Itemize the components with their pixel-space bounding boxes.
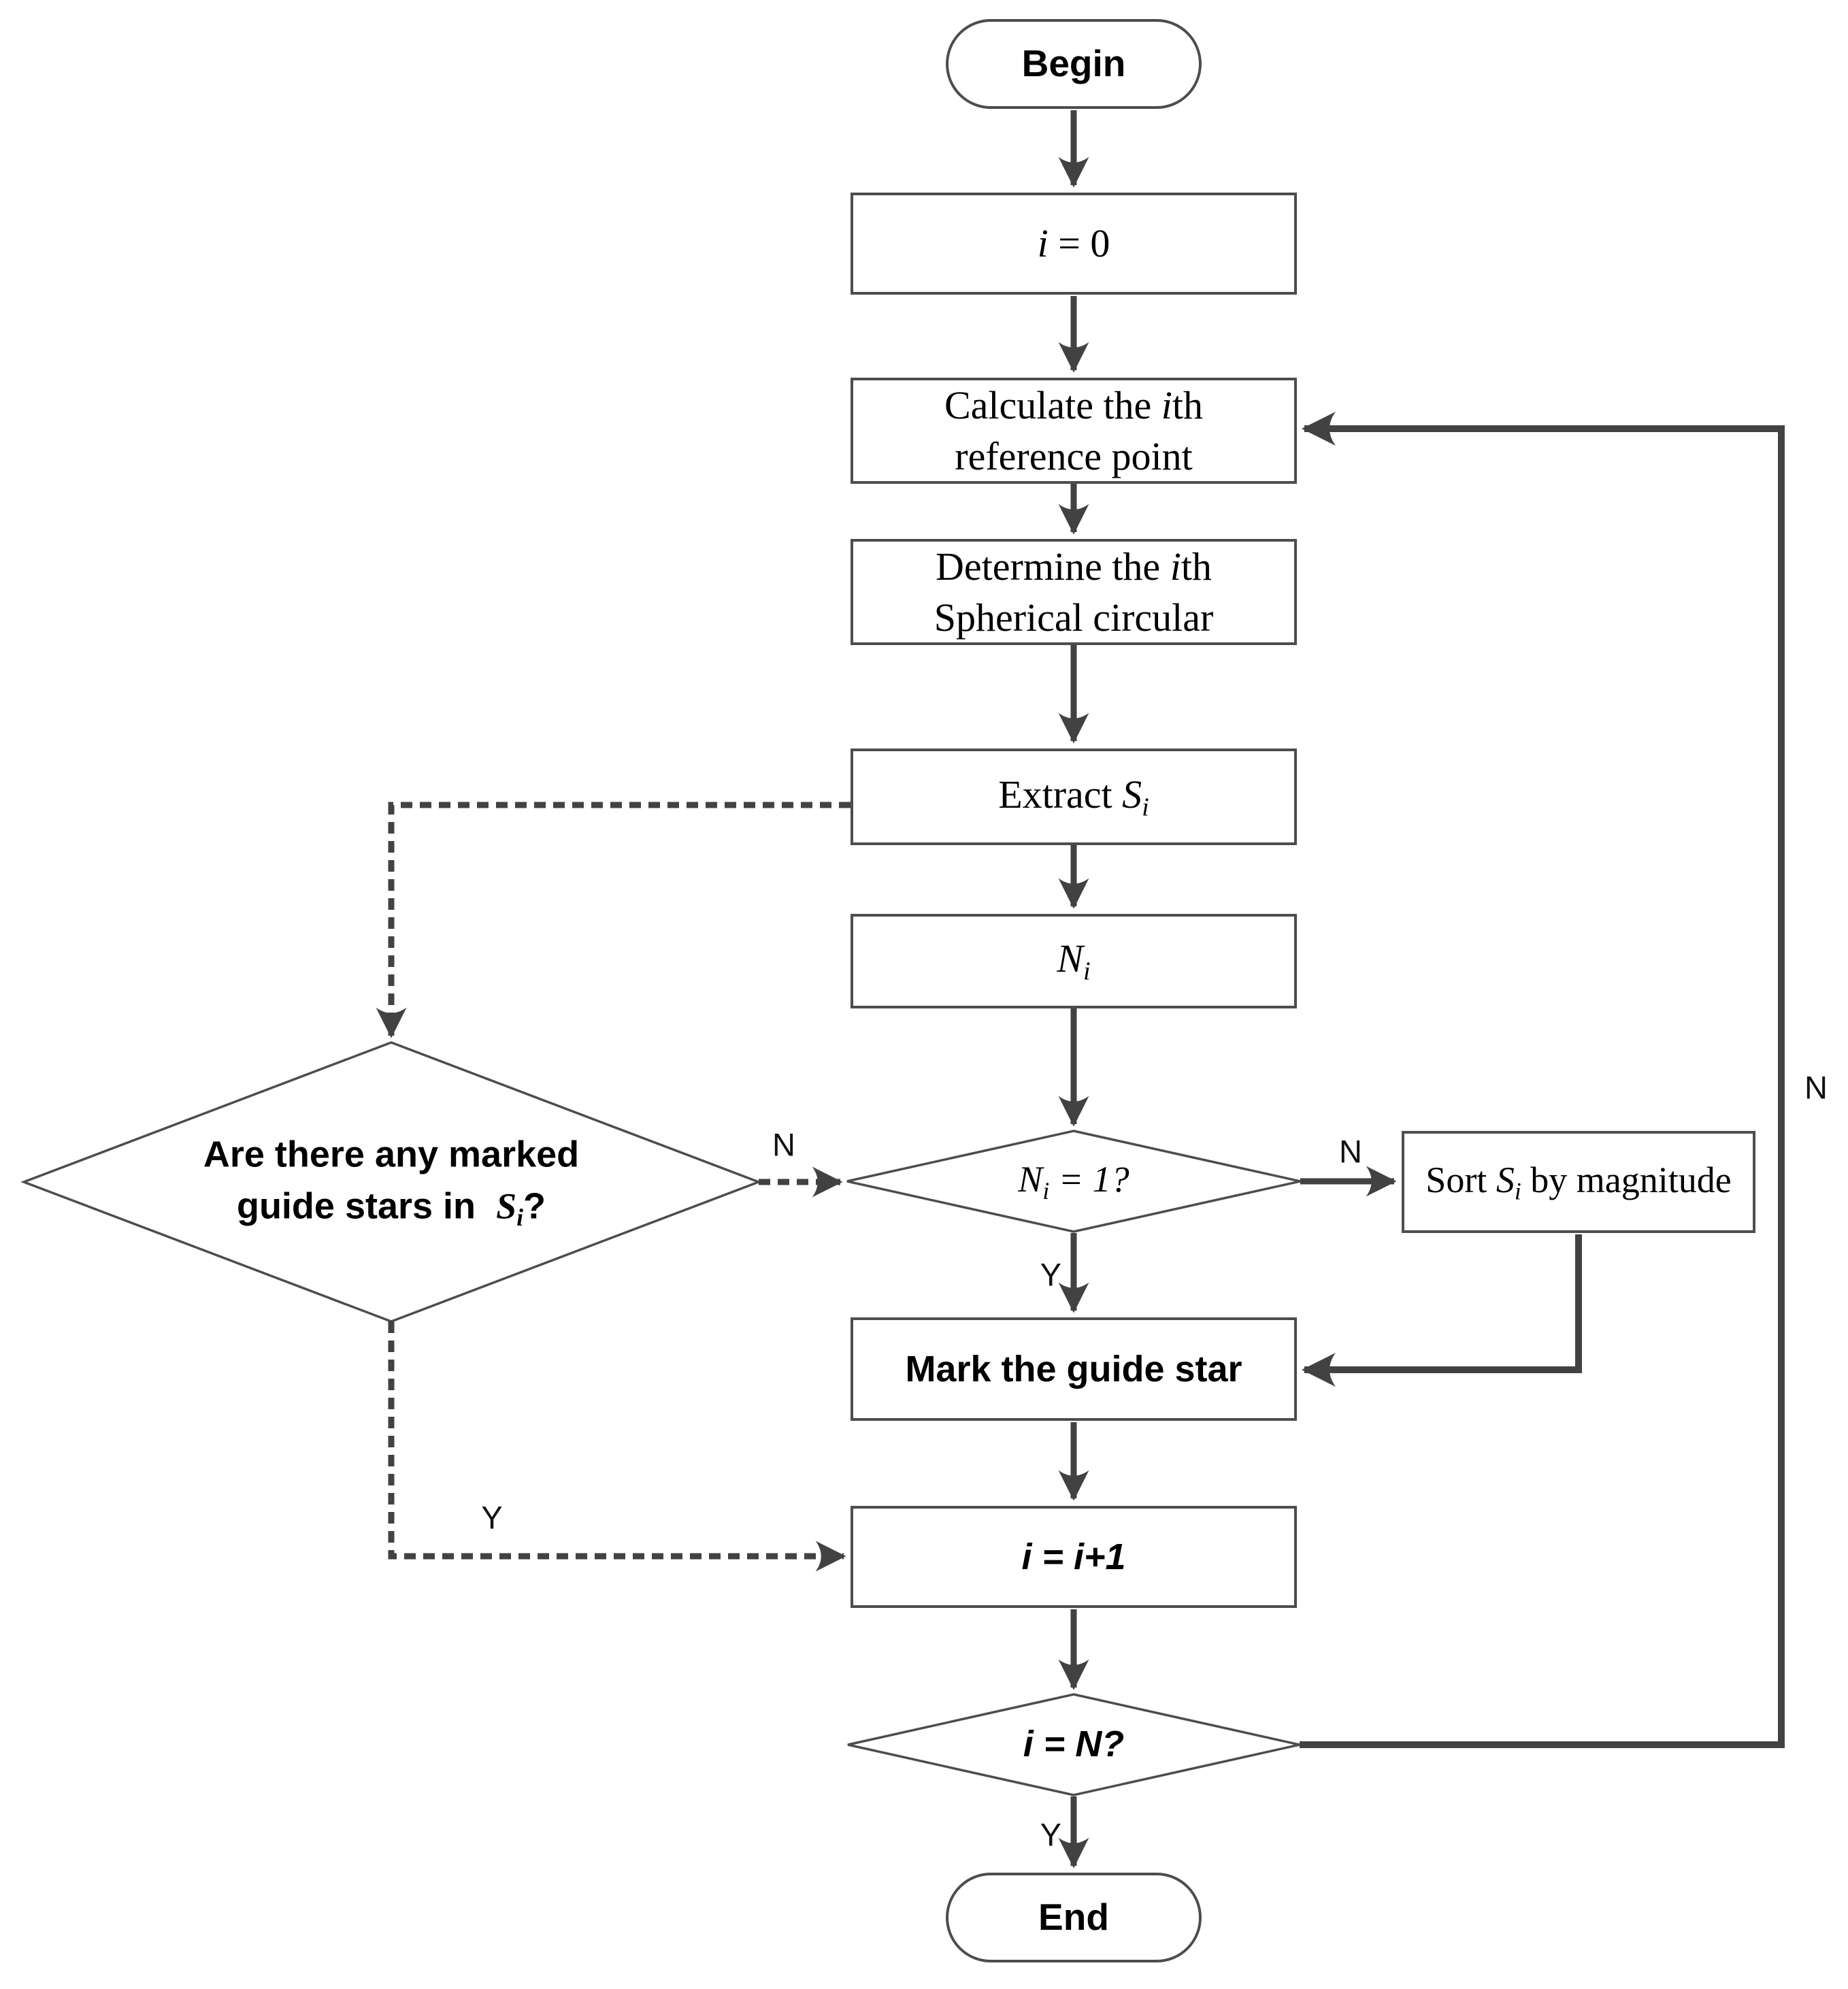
node-label-line1: Determine the ith xyxy=(936,541,1212,592)
node-label-line1: Are there any marked xyxy=(203,1134,580,1175)
terminal-begin-label: Begin xyxy=(1021,42,1126,85)
edge-label-count-no: N xyxy=(1339,1133,1362,1170)
node-label-line2: reference point xyxy=(955,434,1193,478)
node-label: Ni xyxy=(1057,933,1090,989)
edge-marked-yes-dashed xyxy=(388,1321,846,1572)
edge-label-count-yes: Y xyxy=(1040,1256,1061,1293)
label-part: S xyxy=(496,1185,517,1227)
decision-loop-diamond xyxy=(847,1693,1300,1796)
label-part: N xyxy=(1018,1159,1043,1200)
label-part: i = N? xyxy=(1023,1724,1125,1765)
label-part: N xyxy=(1057,936,1084,981)
label-part: Calculate the xyxy=(944,382,1161,427)
process-sort-by-magnitude: Sort Si by magnitude xyxy=(1402,1131,1755,1233)
label-part: i xyxy=(1161,382,1172,427)
decision-count-label: Ni = 1? xyxy=(1018,1154,1129,1209)
label-part: S xyxy=(1496,1160,1515,1201)
edge-label-marked-yes: Y xyxy=(481,1499,503,1536)
terminal-end-label: End xyxy=(1038,1896,1109,1939)
label-part: i xyxy=(1142,793,1149,822)
label-part: th xyxy=(1181,544,1212,589)
node-label-line2: guide stars in Si? xyxy=(203,1181,579,1235)
node-label-line2: Spherical circular xyxy=(934,595,1214,640)
label-part: i xyxy=(516,1203,524,1231)
node-label: Sort Si by magnitude xyxy=(1425,1156,1731,1207)
process-calculate-reference-point: Calculate the ith reference point xyxy=(851,378,1297,484)
process-determine-spherical-circular: Determine the ith Spherical circular xyxy=(851,539,1297,645)
label-part: Extract xyxy=(998,772,1123,817)
decision-loop-label: i = N? xyxy=(1023,1719,1125,1771)
edge-extract-to-marked-dashed xyxy=(376,802,851,1038)
process-init-i: i = 0 xyxy=(851,193,1297,295)
edge-loop-no-feedback xyxy=(1300,412,1785,1748)
edge-label-loop-no: N xyxy=(1804,1069,1828,1106)
edge-label-loop-yes: Y xyxy=(1040,1816,1061,1853)
node-label: i = i+1 xyxy=(1021,1536,1126,1577)
label-part: = 1? xyxy=(1049,1159,1129,1200)
label-part: = 0 xyxy=(1048,221,1110,266)
node-label: Extract Si xyxy=(998,769,1149,825)
label-part: i xyxy=(1037,221,1049,266)
process-mark-guide-star: Mark the guide star xyxy=(851,1317,1297,1421)
decision-count-diamond xyxy=(846,1130,1301,1233)
terminal-begin: Begin xyxy=(946,19,1202,109)
process-extract-si: Extract Si xyxy=(851,749,1297,845)
process-increment-i: i = i+1 xyxy=(851,1506,1297,1608)
label-part: i xyxy=(1170,544,1181,589)
label-part: i xyxy=(1083,957,1091,986)
label-part: Determine the xyxy=(936,544,1170,589)
node-label-line1: Calculate the ith xyxy=(944,380,1203,431)
label-part: ? xyxy=(523,1185,546,1227)
edge-label-marked-no: N xyxy=(772,1126,795,1163)
label-part: Sort xyxy=(1425,1160,1496,1201)
decision-marked-label: Are there any marked guide stars in Si? xyxy=(203,1129,579,1234)
label-part: i xyxy=(1042,1177,1050,1204)
edge-sort-to-mark xyxy=(1301,1234,1582,1387)
label-part: by magnitude xyxy=(1521,1160,1732,1201)
node-label: i = 0 xyxy=(1038,218,1110,269)
label-part: S xyxy=(1122,772,1142,817)
label-part: i xyxy=(1514,1178,1521,1206)
label-part: th xyxy=(1172,382,1204,427)
terminal-end: End xyxy=(946,1873,1202,1962)
label-part: guide stars in xyxy=(236,1185,486,1227)
node-label: Mark the guide star xyxy=(905,1348,1242,1390)
process-count-ni: Ni xyxy=(851,914,1297,1008)
